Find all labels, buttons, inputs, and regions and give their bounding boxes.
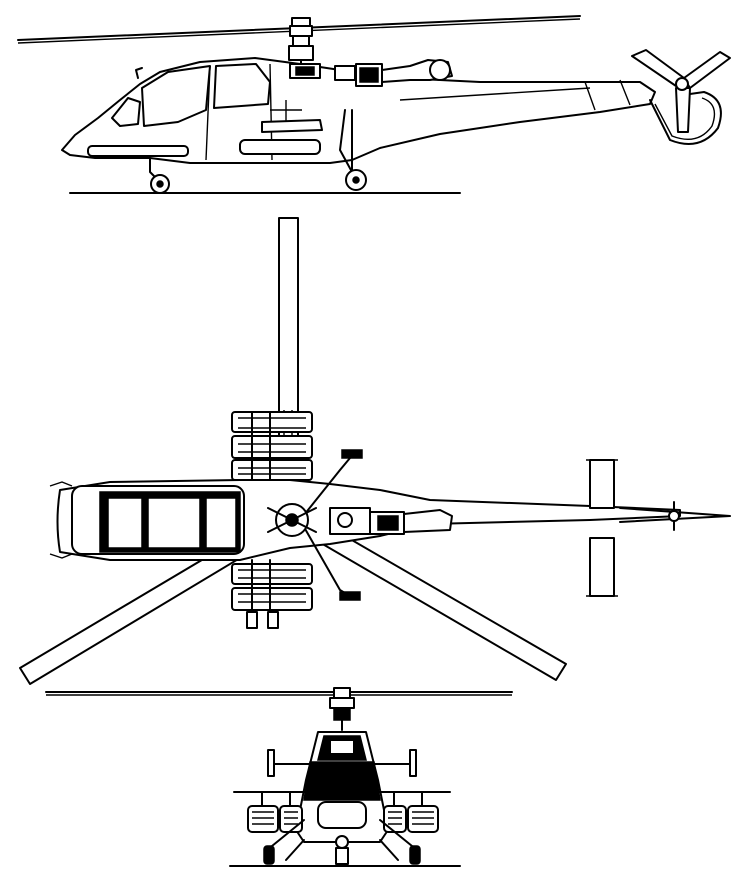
front-windscreen	[329, 739, 355, 755]
top-nose	[49, 481, 73, 559]
side-nose-sensor	[87, 145, 189, 157]
top-gear-wheel-lower	[339, 591, 361, 601]
front-missile-right-upper	[409, 749, 417, 777]
front-rotor-head	[329, 687, 355, 731]
front-stub-wing-left	[233, 763, 319, 793]
side-door-frame-1	[205, 65, 211, 161]
side-antenna	[135, 67, 143, 79]
front-missile-left-upper	[267, 749, 275, 777]
side-engine-exhaust	[289, 59, 453, 87]
front-wheel-right	[409, 845, 421, 865]
top-stabilizer-upper	[589, 459, 615, 509]
front-rocket-pods-right	[383, 791, 439, 833]
top-gear-wheel-upper	[341, 449, 363, 459]
front-turret	[335, 835, 349, 849]
side-view	[17, 15, 731, 194]
side-canopy-window-2	[213, 63, 271, 109]
top-tail-rotor-hub	[668, 510, 680, 522]
top-weapon-racks	[231, 411, 313, 629]
side-tail-fin-ring	[649, 91, 722, 145]
top-engine	[329, 507, 453, 535]
side-rocket-pod	[239, 139, 321, 155]
front-nose-sensor	[317, 801, 367, 829]
side-main-gear	[339, 109, 367, 191]
front-nose-gun	[335, 847, 349, 865]
side-rotor-head	[288, 17, 314, 67]
front-side-glazing	[303, 761, 381, 801]
side-tail-boom	[399, 79, 631, 111]
side-tail-rotor	[631, 49, 731, 145]
side-canopy-front-window	[111, 97, 141, 127]
front-rocket-pods-left	[247, 791, 303, 833]
top-view	[19, 217, 731, 685]
side-pylon-struts	[270, 100, 302, 122]
top-stabilizer-endplates	[586, 459, 618, 597]
front-wheel-left	[263, 845, 275, 865]
side-fuselage	[61, 57, 656, 164]
side-canopy-window-1	[141, 65, 211, 127]
top-canopy-frame	[99, 491, 241, 553]
side-nose-gear	[149, 157, 170, 194]
front-view	[45, 687, 513, 867]
top-stabilizer-lower	[589, 537, 615, 597]
side-stub-wing	[261, 119, 323, 133]
top-rotor-hub	[267, 503, 317, 537]
front-stub-wing-right	[365, 763, 451, 793]
